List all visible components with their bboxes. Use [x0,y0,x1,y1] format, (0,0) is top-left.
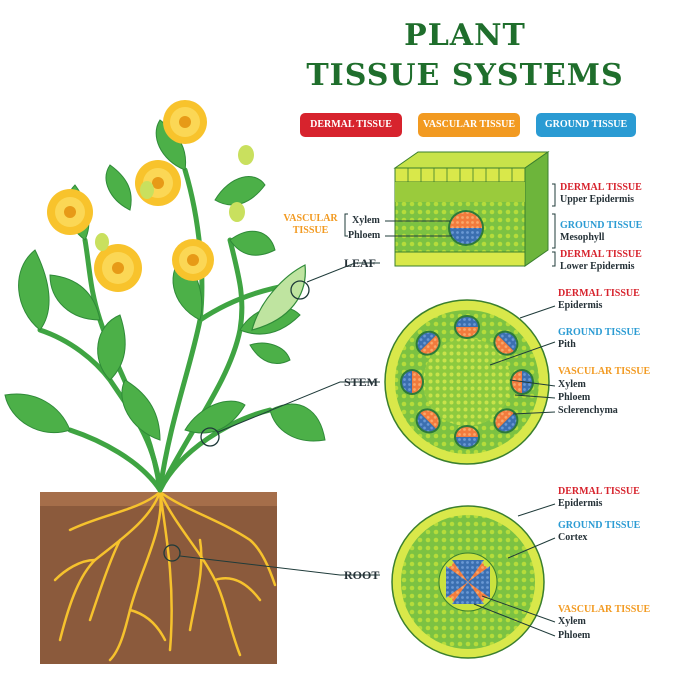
leaves [4,119,326,442]
stem-vascular-header: VASCULAR TISSUE [558,366,651,377]
leaf-vascular-label: VASCULAR TISSUE [283,213,338,236]
stem-xylem-label: Xylem [558,379,586,390]
root-xylem-label: Xylem [558,616,586,627]
root-dermal-header: DERMAL TISSUE [558,486,640,497]
leaf-dermal-upper-header: DERMAL TISSUE [560,182,642,193]
vascular-bundle [454,425,480,449]
leaf-dermal-lower-label: Lower Epidermis [560,261,635,272]
stem-sclerenchyma-label: Sclerenchyma [558,405,618,416]
root-cross-section [391,505,545,659]
stem-dermal-label: Epidermis [558,300,603,311]
callout-lines [179,262,380,576]
leaf-phloem-label: Phloem [348,230,381,241]
legend-ground-badge: GROUND TISSUE [536,113,636,137]
root-ground-header: GROUND TISSUE [558,520,641,531]
legend-dermal-badge: DERMAL TISSUE [300,113,402,137]
stem-phloem-label: Phloem [558,392,591,403]
leaf-dermal-upper-label: Upper Epidermis [560,194,634,205]
legend-vascular-badge: VASCULAR TISSUE [418,113,520,137]
plant-illustration [4,100,326,664]
stem-ground-label: Pith [558,339,576,350]
title-line-2: TISSUE SYSTEMS [306,58,624,93]
vascular-bundle [415,330,441,356]
leaf-ground-header: GROUND TISSUE [560,220,643,231]
root-phloem-label: Phloem [558,630,591,641]
root-ground-label: Cortex [558,532,588,543]
vascular-bundle [454,315,480,339]
leaf-dermal-lower-header: DERMAL TISSUE [560,249,642,260]
vascular-bundle [400,369,424,395]
vascular-bundle [493,408,519,434]
root-dermal-label: Epidermis [558,498,603,509]
part-label-stem: STEM [344,375,379,389]
leaf-xylem-label: Xylem [352,215,380,226]
vascular-bundle [415,408,441,434]
root-vascular-header: VASCULAR TISSUE [558,604,651,615]
part-label-root: ROOT [344,568,380,582]
vascular-bundle [493,330,519,356]
title-line-1: PLANT [404,18,526,53]
stem-dermal-header: DERMAL TISSUE [558,288,640,299]
leaf-cross-section [393,151,550,267]
leaf-ground-label: Mesophyll [560,232,605,243]
part-label-leaf: LEAF [344,256,377,270]
stem-ground-header: GROUND TISSUE [558,327,641,338]
highlighted-leaf [251,264,306,331]
flowers [47,100,254,292]
vascular-bundles [400,315,534,449]
roots [53,490,277,662]
